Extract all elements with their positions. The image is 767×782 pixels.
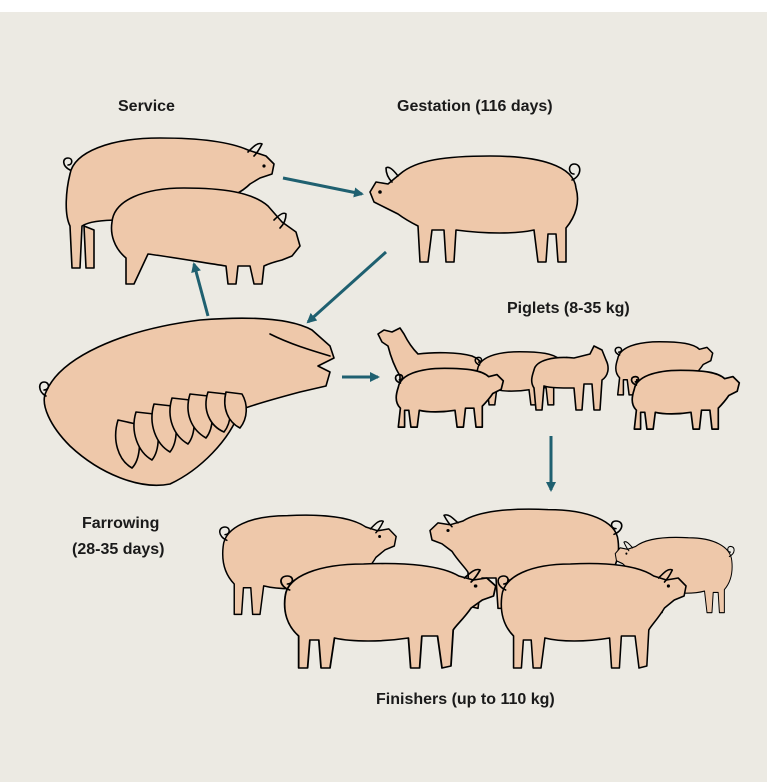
finishers-illustration	[220, 509, 734, 668]
piglets-label: Piglets (8-35 kg)	[507, 299, 630, 319]
farrowing-sow-illustration	[40, 318, 334, 485]
farrowing-label: Farrowing	[82, 514, 159, 534]
piglets-illustration	[378, 328, 739, 429]
arrow-service-to-gestation	[283, 178, 362, 194]
arrow-farrowing-to-service	[194, 264, 208, 316]
service-pigs-illustration	[64, 138, 300, 284]
farrowing-duration-label: (28-35 days)	[72, 540, 165, 560]
finishers-label: Finishers (up to 110 kg)	[376, 690, 555, 710]
gestation-sow-illustration	[370, 156, 580, 262]
gestation-label: Gestation (116 days)	[397, 97, 553, 117]
arrow-gestation-to-farrowing	[308, 252, 386, 322]
service-label: Service	[118, 97, 175, 117]
